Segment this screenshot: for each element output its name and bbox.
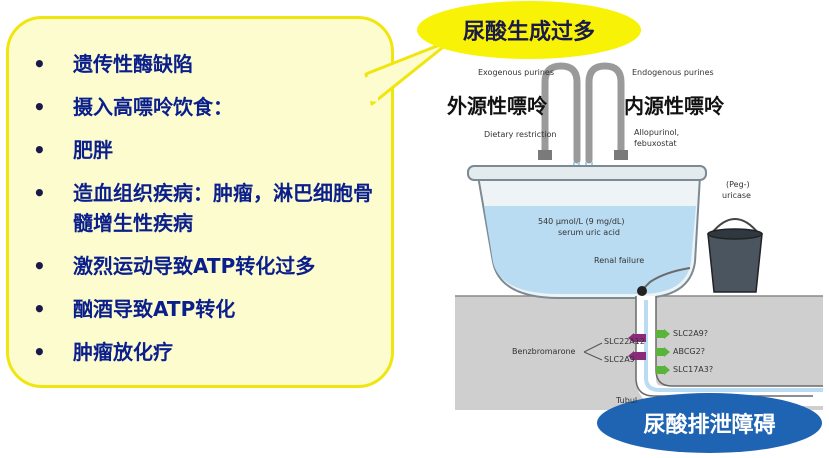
dietary-valve-icon (538, 150, 552, 160)
list-item-text: 激烈运动导致ATP转化过多 (73, 254, 316, 278)
dietary-restriction-caption: Dietary restriction (484, 130, 557, 139)
uricase-caption-2: uricase (722, 191, 751, 200)
bullet-icon: • (33, 52, 46, 76)
endogenous-label: 内源性嘌呤 (624, 94, 724, 118)
allopurinol-valve-icon (614, 150, 628, 160)
list-item-text: 肿瘤放化疗 (73, 340, 173, 364)
allopurinol-caption-1: Allopurinol, (634, 128, 680, 137)
endogenous-caption: Endogenous purines (632, 68, 714, 77)
bullet-icon: • (33, 297, 46, 321)
slc2a9q-caption: SLC2A9? (673, 329, 709, 338)
bullet-icon: • (33, 95, 46, 119)
abcg2-caption: ABCG2? (673, 347, 705, 356)
list-item: • 酗酒导致ATP转化 (33, 294, 378, 324)
endogenous-pipe (585, 62, 625, 164)
list-item-text: 造血组织疾病：肿瘤，淋巴细胞骨髓增生性疾病 (73, 181, 373, 235)
uricase-caption-1: (Peg-) (726, 180, 750, 189)
list-item: • 激烈运动导致ATP转化过多 (33, 251, 378, 281)
list-item-text: 摄入高嘌呤饮食： (73, 95, 233, 119)
slc2a9-caption: SLC2A9 (604, 355, 635, 364)
renal-pointer (641, 267, 691, 291)
serum-caption-2: serum uric acid (558, 228, 620, 237)
bathtub (467, 165, 707, 299)
slc2a9q-transporter-icon (656, 330, 664, 338)
list-item: • 肿瘤放化疗 (33, 337, 378, 367)
list-item-text: 遗传性酶缺陷 (73, 52, 193, 76)
renal-failure-caption: Renal failure (594, 256, 645, 265)
bullet-icon: • (33, 138, 46, 162)
overproduction-callout: 尿酸生成过多 (417, 1, 641, 59)
exogenous-pipe (541, 62, 581, 164)
benzbromarone-caption: Benzbromarone (512, 347, 576, 356)
slc22a12-transporter-icon (634, 334, 646, 342)
overproduction-label: 尿酸生成过多 (462, 20, 595, 45)
allopurinol-caption-2: febuxostat (634, 139, 677, 148)
bullet-icon: • (33, 181, 46, 205)
bullet-icon: • (33, 254, 46, 278)
list-item: • 遗传性酶缺陷 (33, 49, 378, 79)
exogenous-label: 外源性嘌呤 (447, 94, 547, 118)
serum-water (484, 206, 696, 294)
causes-bubble: • 遗传性酶缺陷 • 摄入高嘌呤饮食： • 肥胖 • 造血组织疾病：肿瘤，淋巴细胞骨髓增… (6, 16, 394, 388)
serum-caption-1: 540 µmol/L (9 mg/dL) (538, 217, 625, 226)
exogenous-caption: Exogenous purines (478, 68, 555, 77)
slc2a9-transporter-icon (634, 352, 646, 360)
tubule-caption: Tubul (616, 396, 638, 405)
slc22a12-caption: SLC22A12 (604, 337, 645, 346)
excretion-callout: 尿酸排泄障碍 (597, 393, 822, 453)
bubble-tail-joint (360, 72, 378, 102)
slc2a9-arrow-icon (628, 351, 634, 361)
causes-list: • 遗传性酶缺陷 • 摄入高嘌呤饮食： • 肥胖 • 造血组织疾病：肿瘤，淋巴细胞骨髓增… (33, 49, 378, 380)
list-item-text: 酗酒导致ATP转化 (73, 297, 236, 321)
slc22a12-arrow-icon (628, 333, 634, 343)
slc17a3-caption: SLC17A3? (673, 365, 714, 374)
excretion-label: 尿酸排泄障碍 (643, 413, 776, 438)
bubble-tail (364, 38, 454, 106)
list-item: • 摄入高嘌呤饮食： (33, 92, 378, 122)
drain-icon (637, 286, 647, 296)
benzbromarone-lines (583, 342, 603, 361)
slc17a3-transporter-icon (656, 366, 664, 374)
list-item: • 造血组织疾病：肿瘤，淋巴细胞骨髓增生性疾病 (33, 178, 378, 238)
uricase-bucket-icon (707, 218, 763, 293)
list-item: • 肥胖 (33, 135, 378, 165)
list-item-text: 肥胖 (73, 138, 113, 162)
abcg2-transporter-icon (656, 348, 664, 356)
bullet-icon: • (33, 340, 46, 364)
